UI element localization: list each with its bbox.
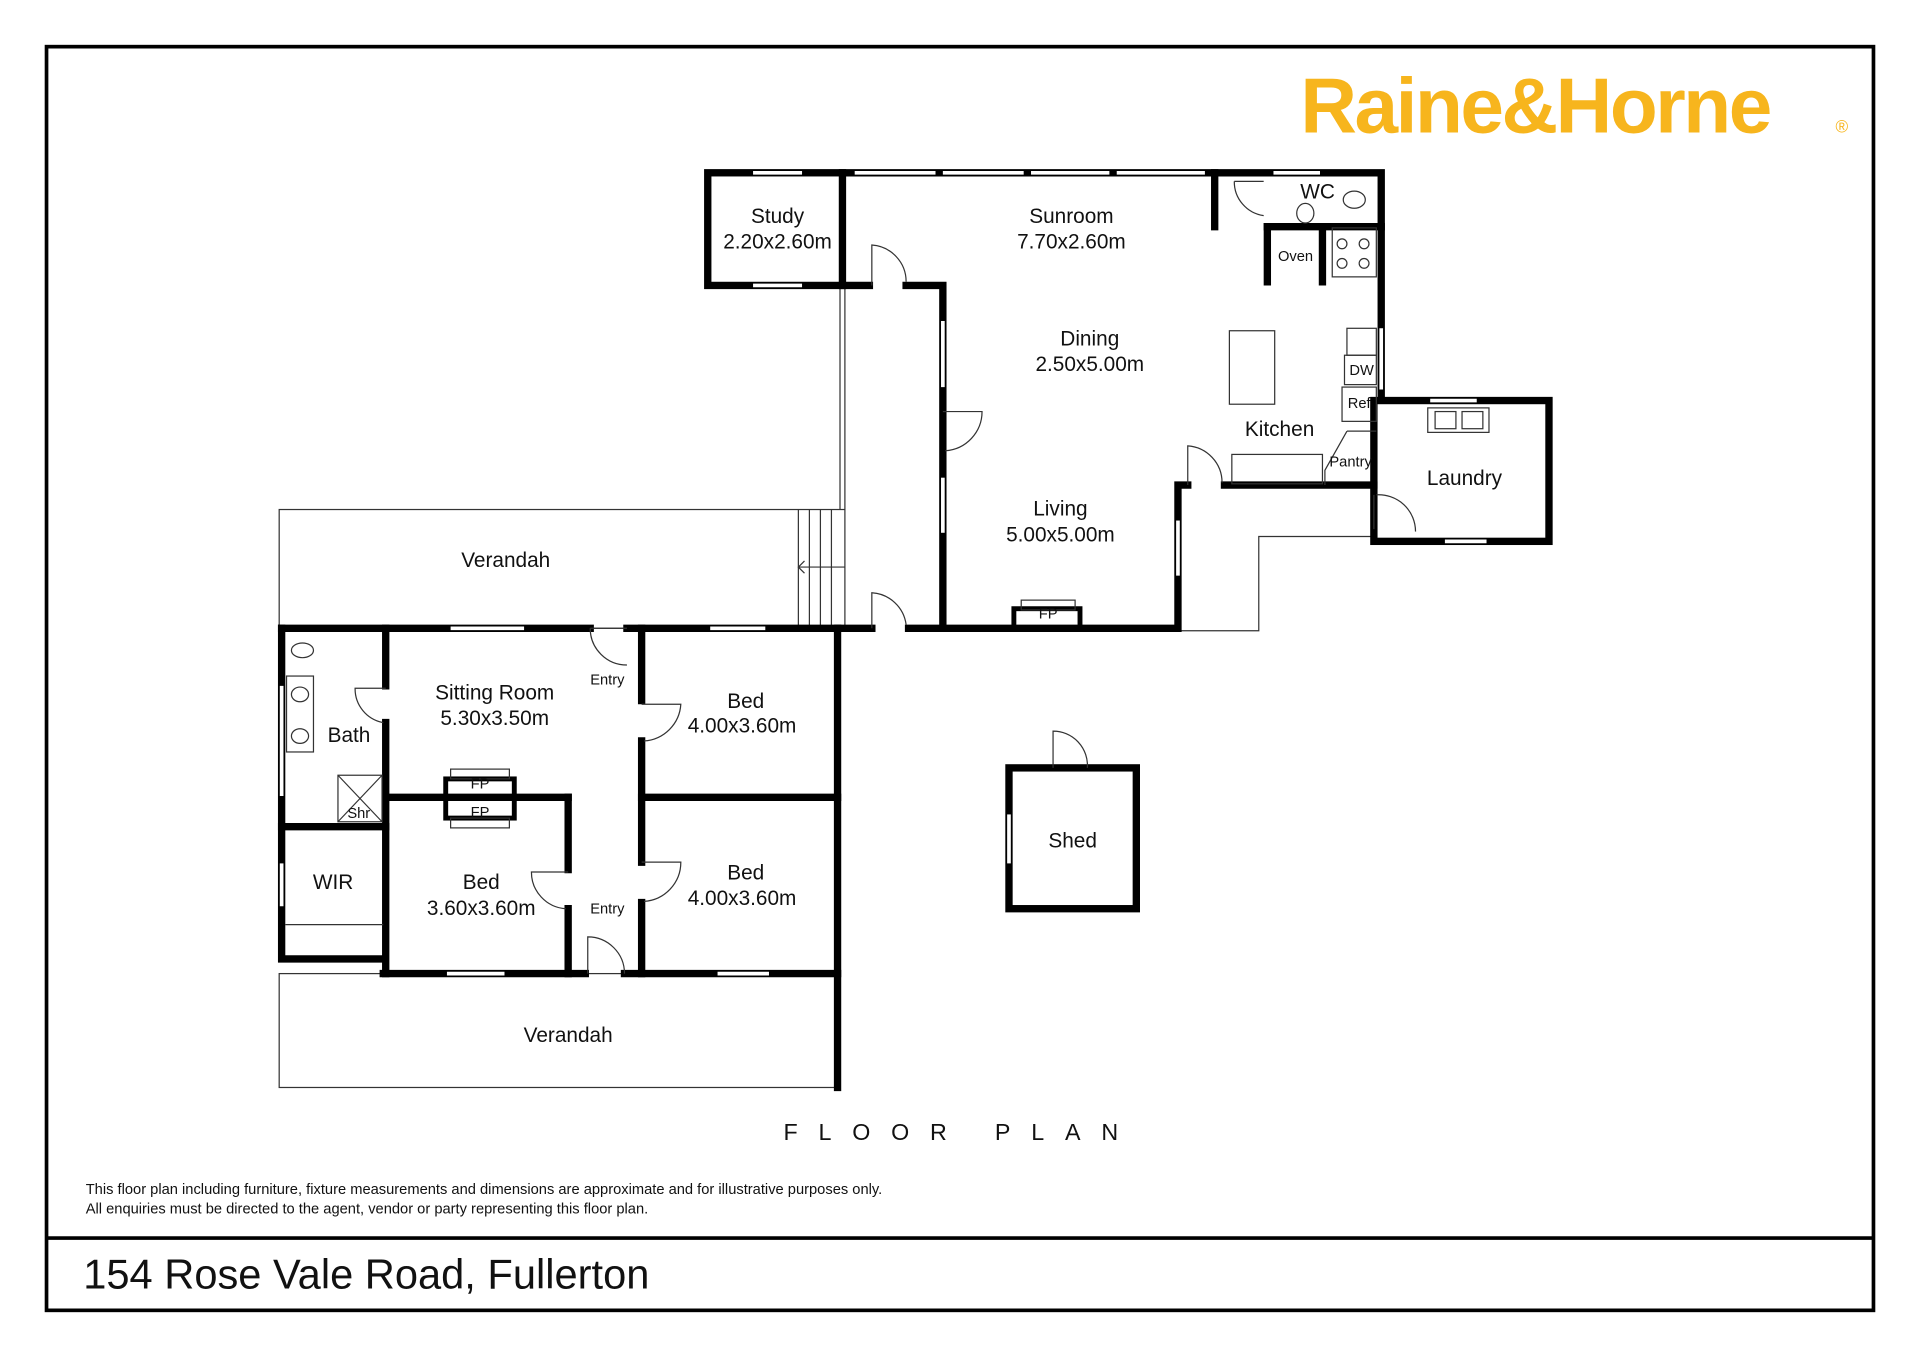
laundry-label: Laundry [1427,467,1503,490]
shed-label: Shed [1048,829,1097,852]
dining-label: Dining [1060,327,1119,350]
dining-size: 2.50x5.00m [1035,353,1144,376]
sheet-border [44,44,1876,1313]
kitchen-label: Kitchen [1245,418,1314,441]
bed1-label: Bed [727,690,764,713]
svg-text:DW: DW [1349,363,1374,379]
windows [279,170,1487,976]
living-size: 5.00x5.00m [1006,523,1115,546]
room-labels: Study 2.20x2.60m Sunroom 7.70x2.60m Dini… [313,181,1503,1048]
raine-horne-logo: Raine&Horne ® [1300,61,1848,149]
sitting-room-label: Sitting Room [435,681,554,704]
sunroom-label: Sunroom [1029,205,1113,228]
disclaimer-line-2: All enquiries must be directed to the ag… [86,1202,649,1218]
wc-label: WC [1300,181,1335,204]
svg-text:FP: FP [471,777,490,793]
property-address: 154 Rose Vale Road, Fullerton [83,1250,649,1297]
study-label: Study [751,205,805,228]
svg-text:Ref: Ref [1348,396,1372,412]
bed3-size: 3.60x3.60m [427,897,536,920]
stairs [797,509,845,629]
svg-text:Oven: Oven [1278,249,1313,265]
svg-text:®: ® [1836,116,1849,136]
sunroom-size: 7.70x2.60m [1017,231,1126,254]
sitting-room-size: 5.30x3.50m [440,707,549,730]
bed2-size: 4.00x3.60m [688,887,797,910]
bed2-label: Bed [727,861,764,884]
verandah-bottom-label: Verandah [524,1024,613,1047]
bed3-label: Bed [463,871,500,894]
svg-text:Entry: Entry [590,673,625,689]
svg-text:FP: FP [1039,607,1058,623]
floor-plan-title: FLOOR PLAN [783,1119,1138,1145]
svg-text:Raine&Horne: Raine&Horne [1300,61,1769,149]
svg-text:Entry: Entry [590,902,625,918]
bath-label: Bath [328,724,371,747]
study-size: 2.20x2.60m [723,231,832,254]
fixture-labels: Oven DW Ref Pantry FP FP FP Shr Entry En… [347,249,1374,918]
svg-text:Shr: Shr [347,806,370,822]
fixtures [285,190,1490,926]
wir-label: WIR [313,871,353,894]
svg-text:Pantry: Pantry [1329,455,1372,471]
verandah-top-label: Verandah [461,549,550,572]
living-label: Living [1033,498,1087,521]
bed1-size: 4.00x3.60m [688,714,797,737]
doors [354,180,1417,974]
svg-text:FP: FP [471,805,490,821]
disclaimer-line-1: This floor plan including furniture, fix… [86,1182,883,1198]
